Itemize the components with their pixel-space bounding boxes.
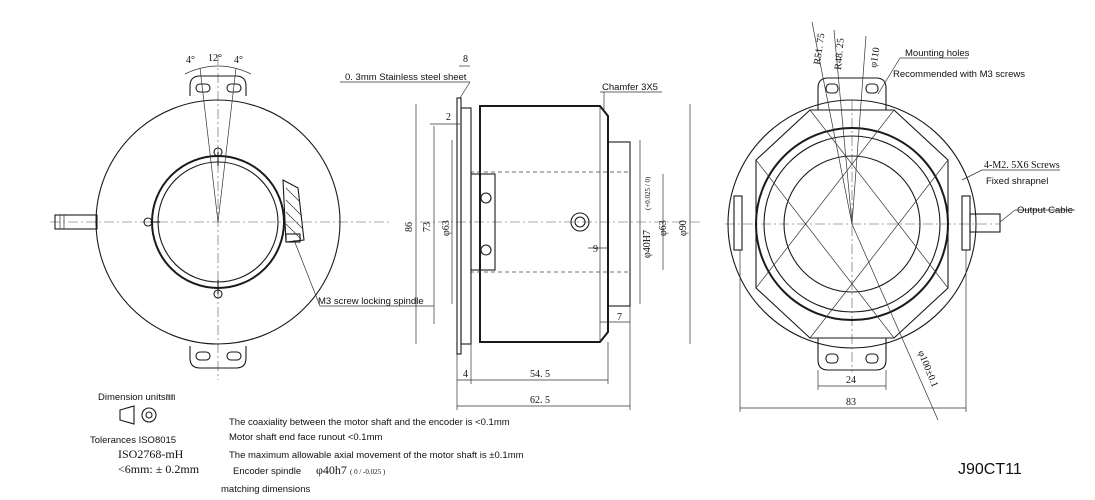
- m3-spindle-label: M3 screw locking spindle: [318, 296, 424, 307]
- dim-62-5: 62. 5: [530, 395, 550, 406]
- dim-r51-75: R51. 75: [812, 33, 827, 66]
- dim-phi40h7: φ40H7: [642, 230, 653, 258]
- m25-screws-label: 4-M2. 5X6 Screws: [984, 160, 1060, 171]
- note-axial: The maximum allowable axial movement of …: [229, 450, 524, 461]
- dim-54-5: 54. 5: [530, 369, 550, 380]
- note-spindle-label: Encoder spindle: [233, 466, 301, 477]
- front-view-left: 4° 12° 4° M3 screw locking spindle: [50, 53, 434, 380]
- dim-7: 7: [617, 312, 622, 323]
- mounting-holes-label: Mounting holes: [905, 48, 970, 59]
- dim-8: 8: [463, 54, 468, 65]
- fixed-shrapnel-label: Fixed shrapnel: [986, 176, 1048, 187]
- tolerances-label: Tolerances ISO8015: [90, 435, 176, 446]
- dim-9: 9: [593, 244, 598, 255]
- note-spindle-value: φ40h7: [316, 463, 347, 477]
- iso2768: ISO2768-mH: [118, 447, 184, 461]
- dim-phi100: φ100±0.1: [915, 349, 940, 389]
- dim-phi90: φ90: [678, 220, 689, 236]
- note-matching: matching dimensions: [221, 484, 310, 495]
- dim-73: 73: [422, 222, 433, 232]
- tolerance-cone-icon: [119, 405, 135, 425]
- dim-86: 86: [404, 222, 415, 232]
- model-number: J90CT11: [958, 461, 1022, 478]
- dimension-units: Dimension units㎜: [98, 392, 176, 403]
- angle-12: 12°: [208, 53, 222, 64]
- notes: The coaxiality between the motor shaft a…: [221, 417, 524, 495]
- dim-r48-25: R48. 25: [833, 38, 847, 71]
- angle-4-right: 4°: [234, 55, 243, 66]
- front-view-right: R51. 75 R48. 25 φ110 Mounting holes Reco…: [725, 21, 1075, 421]
- legend: Dimension units㎜ Tolerances ISO8015 ISO2…: [90, 392, 200, 476]
- note-coaxiality: The coaxiality between the motor shaft a…: [229, 417, 510, 428]
- side-view-middle: 86 73 φ63 φ40H7 (+0.025 / 0) φ63 φ90 8 2…: [340, 54, 700, 410]
- output-cable-label: Output Cable: [1017, 205, 1073, 216]
- dim-24: 24: [846, 375, 856, 386]
- dim-phi63-right: φ63: [658, 220, 669, 236]
- note-runout: Motor shaft end face runout <0.1mm: [229, 432, 382, 443]
- angle-4-left: 4°: [186, 55, 195, 66]
- recommended-screws-label: Recommended with M3 screws: [893, 69, 1025, 80]
- chamfer-label: Chamfer 3X5: [602, 82, 658, 93]
- dim-phi63-left: φ63: [441, 220, 452, 236]
- dim-phi40h7-tol: (+0.025 / 0): [644, 176, 652, 210]
- dim-2: 2: [446, 112, 451, 123]
- dim-phi110: φ110: [868, 47, 882, 69]
- note-spindle-tol: ( 0 / -0.025 ): [350, 468, 386, 476]
- stainless-sheet-label: 0. 3mm Stainless steel sheet: [345, 72, 467, 83]
- dim-4: 4: [463, 369, 468, 380]
- projection-circle-icon: [141, 407, 157, 423]
- dim-83: 83: [846, 397, 856, 408]
- lt6-tolerance: <6mm: ± 0.2mm: [118, 462, 200, 476]
